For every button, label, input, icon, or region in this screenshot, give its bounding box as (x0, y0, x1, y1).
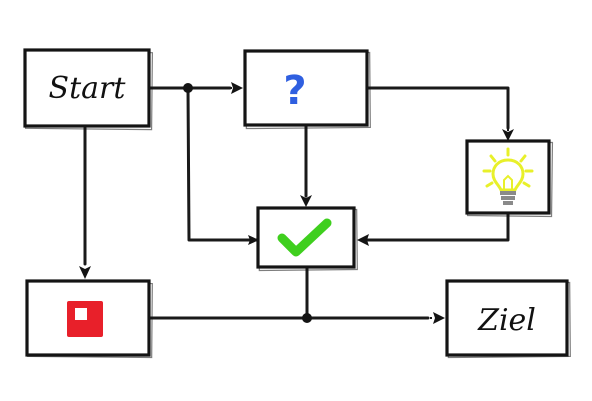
node-goal-label: Ziel (477, 303, 536, 338)
edge-idea-check (364, 211, 510, 242)
node-question-box (243, 49, 369, 127)
node-goal[interactable]: Ziel (445, 279, 571, 359)
arrowhead-start-question (231, 82, 243, 94)
node-goal-box (445, 279, 569, 357)
lightbulb-icon (482, 147, 534, 205)
arrowhead-start-check (248, 235, 259, 245)
junction-dot-goal (302, 313, 312, 323)
edges (79, 82, 514, 324)
arrowhead-idea-check (357, 234, 369, 246)
junction-dot-start (183, 83, 193, 93)
stop-square-icon (67, 301, 103, 337)
node-stop[interactable] (25, 279, 153, 359)
node-start-box (23, 48, 151, 128)
checkmark-icon (277, 218, 332, 257)
node-start[interactable]: Start (23, 48, 154, 131)
arrowhead-goal (433, 312, 445, 324)
edge-question-idea (365, 86, 510, 130)
node-stop-box (25, 279, 151, 357)
arrowhead-start-stop (79, 266, 91, 279)
node-start-label: Start (49, 71, 127, 106)
node-question[interactable]: ? (243, 49, 371, 130)
arrowhead-question-idea (502, 129, 514, 141)
node-idea[interactable] (465, 139, 554, 218)
node-check[interactable] (256, 206, 358, 272)
arrowhead-question-check (300, 195, 312, 207)
edge-start-check (186, 86, 258, 242)
node-question-label: ? (283, 68, 306, 114)
